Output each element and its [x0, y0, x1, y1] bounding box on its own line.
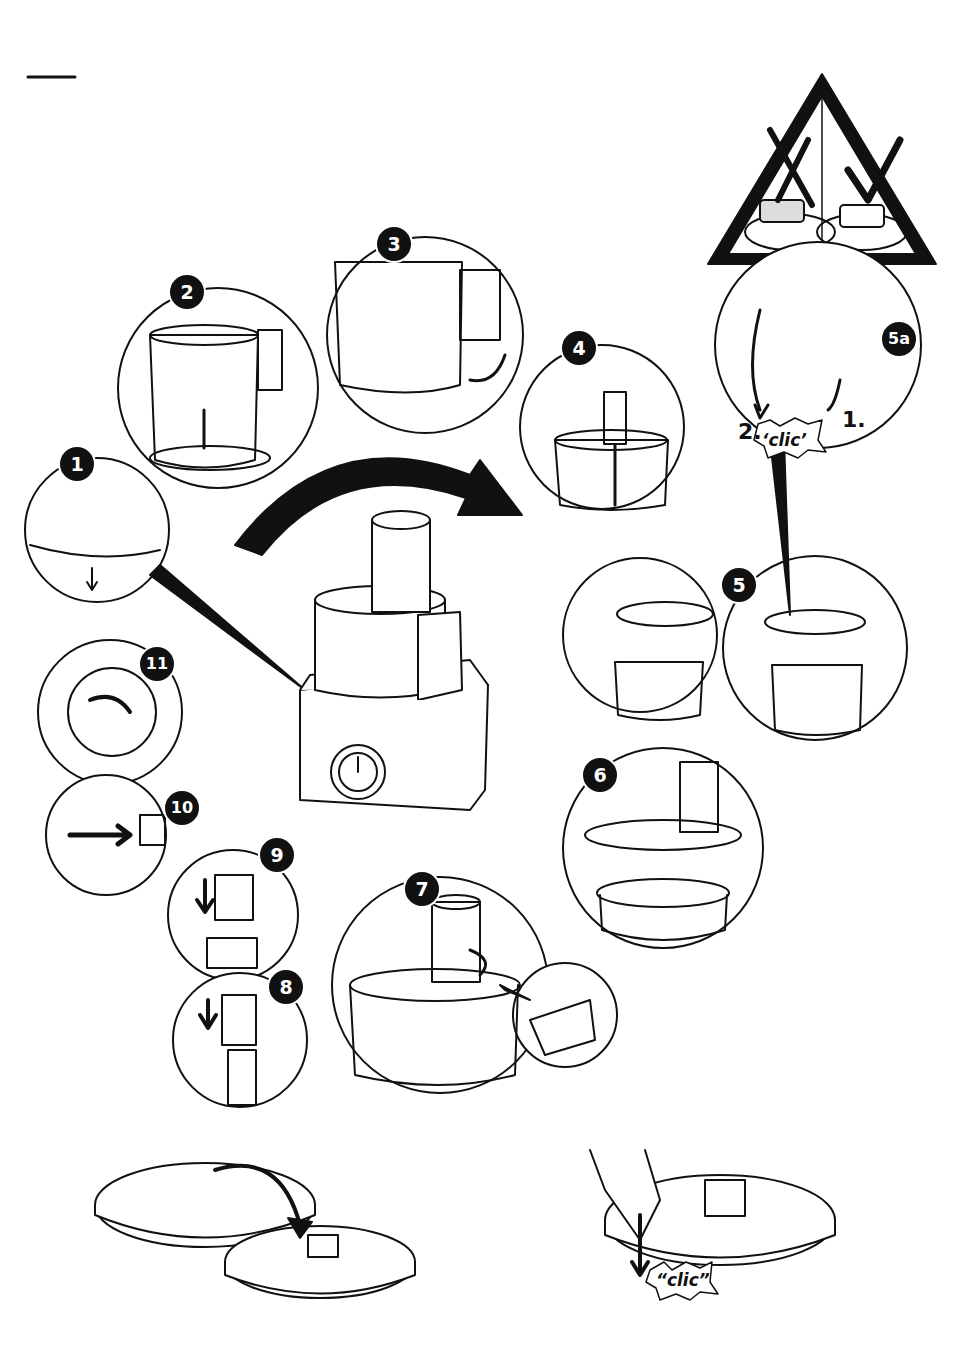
callout-number: 11 — [146, 656, 168, 672]
warning-triangle — [708, 74, 936, 264]
callout-number: 9 — [270, 846, 283, 865]
callout-badge: 5a — [880, 320, 918, 358]
panel-details — [30, 262, 865, 1105]
callout-badge: 1 — [58, 445, 96, 483]
disc-detail — [95, 310, 840, 1300]
step-note: “clic” — [656, 1272, 710, 1289]
callout-number: 1 — [70, 455, 83, 474]
callout-badge: 6 — [581, 756, 619, 794]
callout-number: 3 — [387, 235, 400, 254]
callout-badge: 11 — [138, 645, 176, 683]
step-note: ‘clic’ — [762, 432, 807, 449]
callout-number: 5a — [888, 331, 910, 347]
callout-badge: 4 — [560, 329, 598, 367]
callout-number: 5 — [732, 576, 745, 595]
callout-badge: 5 — [720, 566, 758, 604]
callout-badge: 10 — [163, 789, 201, 827]
step-note: 1. — [842, 409, 866, 431]
callout-number: 8 — [279, 978, 292, 997]
callout-badge: 8 — [267, 968, 305, 1006]
callout-number: 4 — [572, 339, 585, 358]
callout-badge: 7 — [403, 870, 441, 908]
callout-number: 10 — [171, 800, 193, 816]
step-panels — [25, 237, 921, 1107]
food-processor — [300, 511, 488, 810]
callout-badge: 9 — [258, 836, 296, 874]
callout-badge: 2 — [168, 273, 206, 311]
leader-lines — [150, 440, 790, 1000]
callout-badge: 3 — [375, 225, 413, 263]
header-rule — [28, 76, 75, 79]
step-note: 2. — [738, 421, 762, 443]
callout-number: 6 — [593, 766, 606, 785]
callout-number: 7 — [415, 880, 428, 899]
callout-number: 2 — [180, 283, 193, 302]
